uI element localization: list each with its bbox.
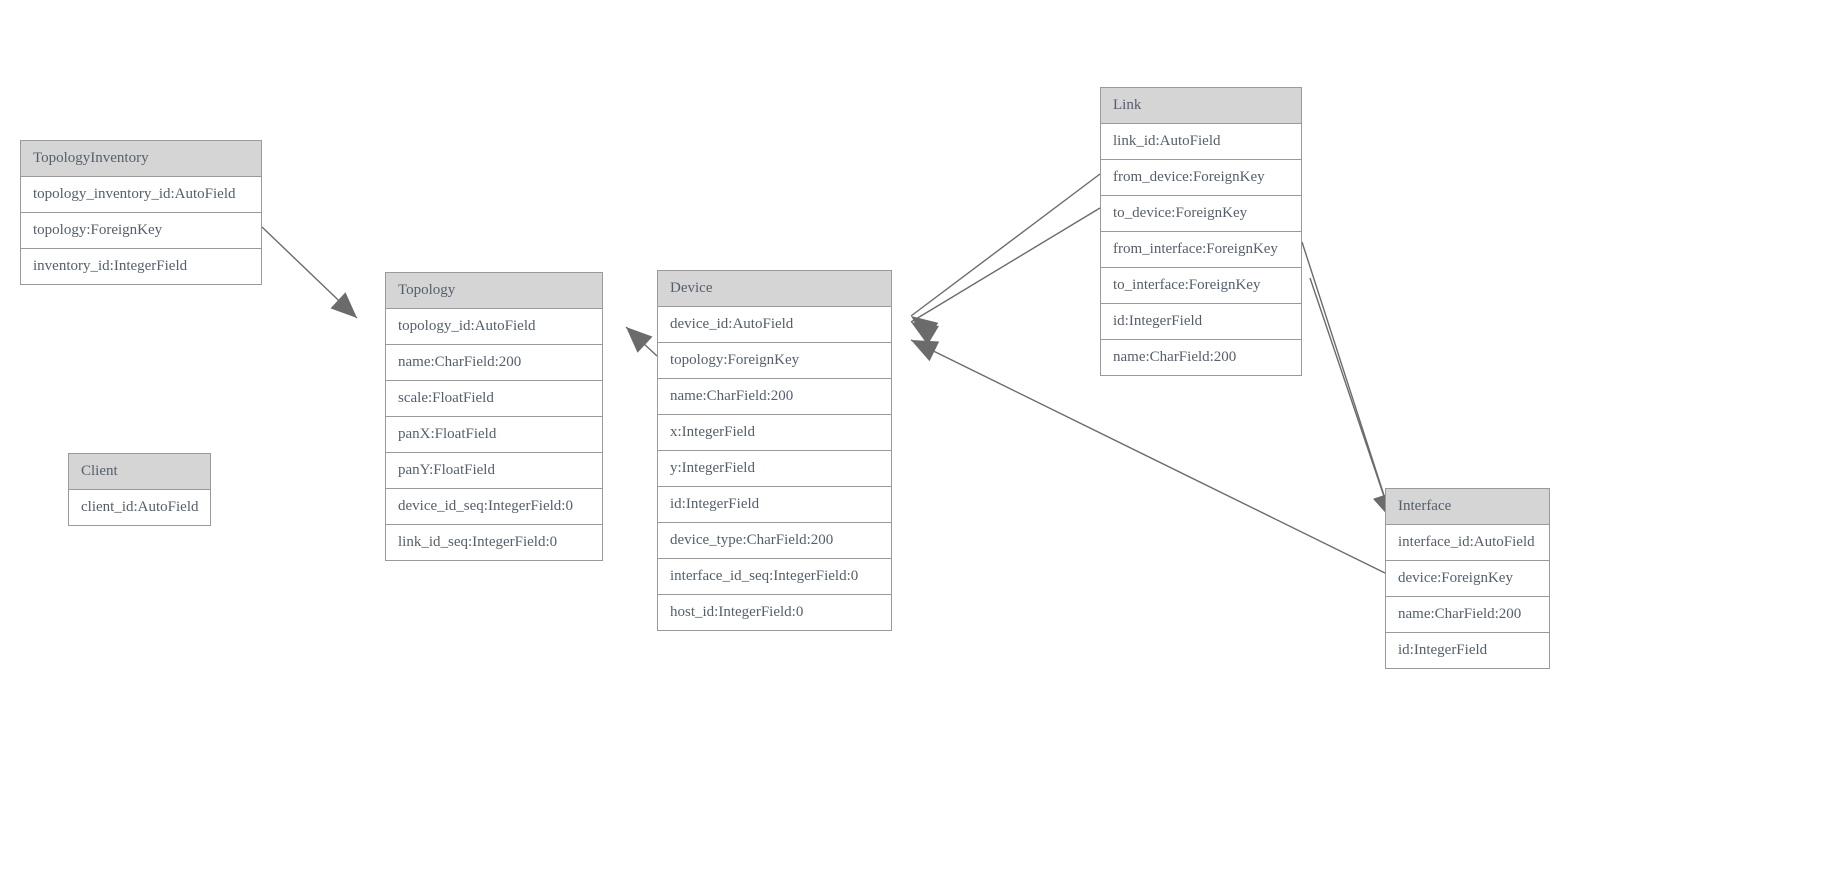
entity-field-row[interactable]: y:IntegerField xyxy=(658,451,891,487)
entity-field-row[interactable]: name:CharField:200 xyxy=(1101,340,1301,375)
relationship-line-rel-link-to-interface xyxy=(1309,277,1393,521)
entity-field-list-client: client_id:AutoField xyxy=(69,490,210,525)
entity-title-device: Device xyxy=(658,271,891,307)
relationship-line-rel-topologyinventory-topology xyxy=(261,226,358,319)
entity-field-row[interactable]: topology:ForeignKey xyxy=(21,213,261,249)
entity-field-row[interactable]: name:CharField:200 xyxy=(1386,597,1549,633)
entity-field-row[interactable]: name:CharField:200 xyxy=(386,345,602,381)
entity-field-row[interactable]: panY:FloatField xyxy=(386,453,602,489)
entity-title-interface: Interface xyxy=(1386,489,1549,525)
relationship-line-rel-device-topology xyxy=(625,326,658,357)
relationship-arrowhead-rel-link-to-device xyxy=(911,322,939,345)
entity-title-link: Link xyxy=(1101,88,1301,124)
entity-field-row[interactable]: host_id:IntegerField:0 xyxy=(658,595,891,630)
entity-field-row[interactable]: device:ForeignKey xyxy=(1386,561,1549,597)
relationship-arrowhead-rel-interface-device xyxy=(911,340,940,362)
entity-field-row[interactable]: topology:ForeignKey xyxy=(658,343,891,379)
entity-field-row[interactable]: to_interface:ForeignKey xyxy=(1101,268,1301,304)
entity-field-row[interactable]: scale:FloatField xyxy=(386,381,602,417)
relationship-arrowhead-rel-topologyinventory-topology xyxy=(330,292,357,318)
entity-field-row[interactable]: id:IntegerField xyxy=(1101,304,1301,340)
entity-field-row[interactable]: interface_id_seq:IntegerField:0 xyxy=(658,559,891,595)
entity-field-row[interactable]: link_id:AutoField xyxy=(1101,124,1301,160)
entity-field-row[interactable]: device_type:CharField:200 xyxy=(658,523,891,559)
entity-field-row[interactable]: panX:FloatField xyxy=(386,417,602,453)
entity-field-row[interactable]: inventory_id:IntegerField xyxy=(21,249,261,284)
relationship-line-rel-link-from-device xyxy=(910,173,1101,317)
entity-title-topologyinventory: TopologyInventory xyxy=(21,141,261,177)
relationship-line-rel-link-to-device xyxy=(910,207,1101,323)
entity-title-client: Client xyxy=(69,454,210,490)
entity-field-row[interactable]: client_id:AutoField xyxy=(69,490,210,525)
entity-field-row[interactable]: topology_id:AutoField xyxy=(386,309,602,345)
entity-field-row[interactable]: device_id_seq:IntegerField:0 xyxy=(386,489,602,525)
entity-field-row[interactable]: link_id_seq:IntegerField:0 xyxy=(386,525,602,560)
entity-field-row[interactable]: topology_inventory_id:AutoField xyxy=(21,177,261,213)
entity-field-row[interactable]: from_device:ForeignKey xyxy=(1101,160,1301,196)
entity-title-topology: Topology xyxy=(386,273,602,309)
entity-field-row[interactable]: interface_id:AutoField xyxy=(1386,525,1549,561)
relationship-line-rel-link-from-interface xyxy=(1301,241,1393,521)
entity-field-row[interactable]: device_id:AutoField xyxy=(658,307,891,343)
entity-field-row[interactable]: x:IntegerField xyxy=(658,415,891,451)
relationship-arrowhead-rel-link-from-device xyxy=(911,316,939,341)
entity-field-row[interactable]: id:IntegerField xyxy=(658,487,891,523)
entity-field-row[interactable]: from_interface:ForeignKey xyxy=(1101,232,1301,268)
relationship-arrowhead-rel-device-topology xyxy=(626,327,653,353)
entity-field-row[interactable]: to_device:ForeignKey xyxy=(1101,196,1301,232)
entity-field-row[interactable]: id:IntegerField xyxy=(1386,633,1549,668)
entity-field-row[interactable]: name:CharField:200 xyxy=(658,379,891,415)
